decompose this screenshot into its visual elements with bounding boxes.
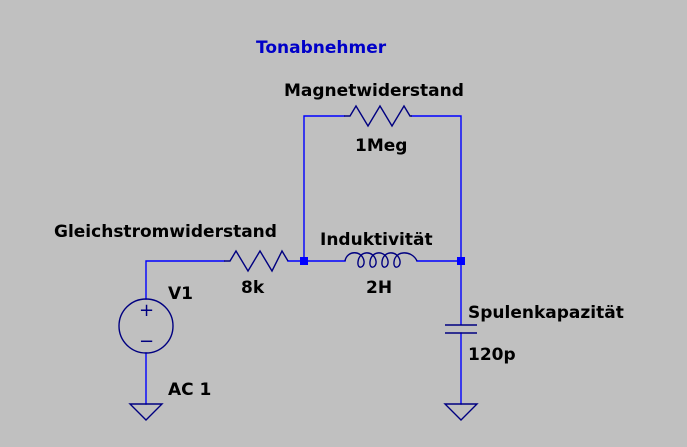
ground-symbol-icon (443, 403, 479, 421)
resistor-magnetwiderstand: Magnetwiderstand 1Meg (284, 81, 464, 156)
voltage-source-circle (118, 298, 174, 354)
voltage-source-plus-sign: + (139, 300, 154, 321)
resistor-gleichstromwiderstand-name: Gleichstromwiderstand (54, 222, 277, 242)
voltage-source-value: AC 1 (168, 380, 211, 400)
voltage-source-minus-sign: − (139, 331, 154, 352)
resistor-gleichstromwiderstand-zigzag (224, 249, 289, 273)
schematic-title: Tonabnehmer (256, 38, 387, 58)
inductor-value: 2H (366, 278, 392, 298)
inductor-name: Induktivität (320, 230, 433, 250)
resistor-gleichstromwiderstand-value: 8k (241, 278, 265, 298)
junction-dot-icon (457, 257, 465, 265)
wire-source-to-resistor (145, 260, 225, 300)
voltage-source-v1: + − V1 AC 1 (118, 284, 211, 400)
wire-top-left (303, 115, 345, 262)
wire-top-right (411, 115, 462, 262)
ground-symbol-icon (128, 403, 164, 421)
wires (145, 115, 462, 405)
inductor-induktivitaet: Induktivität 2H (320, 230, 433, 298)
capacitor-value: 120p (468, 345, 516, 365)
resistor-magnetwiderstand-value: 1Meg (355, 136, 407, 156)
capacitor-spulenkapazitaet: Spulenkapazität 120p (445, 303, 624, 365)
capacitor-name: Spulenkapazität (468, 303, 624, 323)
junction-dot-icon (300, 257, 308, 265)
resistor-magnetwiderstand-name: Magnetwiderstand (284, 81, 464, 101)
resistor-magnetwiderstand-zigzag (344, 104, 412, 128)
inductor-coil (344, 252, 418, 268)
resistor-gleichstromwiderstand: Gleichstromwiderstand 8k (54, 222, 289, 298)
voltage-source-name: V1 (168, 284, 193, 304)
